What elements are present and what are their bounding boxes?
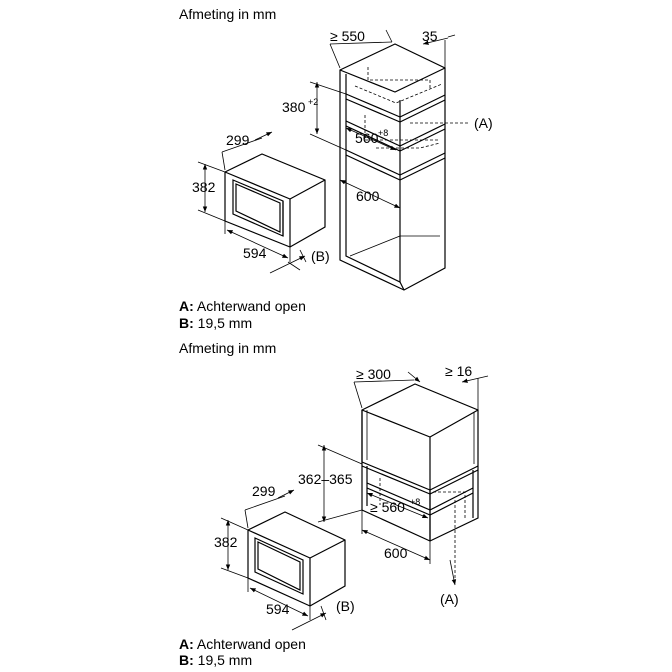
label-niche-height-tol: +2 [308,97,318,107]
dim-line-niche-width [345,127,397,151]
tall-cabinet [339,43,470,291]
label-cab-width-2: 600 [384,545,408,561]
dim-line-b [269,255,306,274]
dim-line-dev-width-2 [249,587,309,617]
callout-a-1: (A) [474,115,493,131]
label-niche-width-tol: +8 [378,128,388,138]
dim-line-niche-width-2 [366,492,429,519]
label-dev-height-2: 382 [214,534,238,550]
microwave-device [224,153,326,248]
label-niche-height-2: 362–365 [298,471,353,487]
dim-line-cab-depth [329,41,393,45]
callout-b-2: (B) [336,598,355,614]
label-niche-width: 560 [355,130,379,146]
label-dev-width-2: 594 [266,601,290,617]
figure-2-heading: Afmeting in mm [179,340,277,356]
figure-1: ≥ 550 35 380 +2 560 +8 600 (A) 299 382 5… [192,28,493,291]
figure-2: ≥ 300 ≥ 16 362–365 ≥ 560 +8 600 (A) 299 … [214,363,489,631]
legend-text: 19,5 mm [197,315,253,331]
callout-a-2: (A) [440,591,459,607]
label-niche-height: 380 [282,99,306,115]
label-niche-width-tol-2: +8 [410,497,420,507]
label-dev-depth: 299 [226,132,250,148]
label-cab-side-2: ≥ 16 [445,363,472,379]
legend-text: Achterwand open [196,636,306,652]
legend-1-row-b: B: 19,5 mm [179,315,252,331]
legend-2-row-a: A: Achterwand open [179,636,306,652]
label-dev-depth-2: 299 [252,483,276,499]
legend-key: B: [179,652,194,668]
label-cab-depth-2: ≥ 300 [356,366,391,382]
label-cab-width: 600 [356,188,380,204]
label-dev-height: 382 [192,179,216,195]
wall-cabinet [361,383,479,580]
dim-line-cab-width [339,179,401,209]
legend-key: B: [179,315,194,331]
microwave-device-2 [247,511,346,607]
legend-text: 19,5 mm [197,652,253,668]
figure-1-heading: Afmeting in mm [179,6,277,22]
label-dev-width: 594 [243,245,267,261]
legend-key: A: [179,636,194,652]
dim-line-dev-width [226,229,289,259]
legend-2-row-b: B: 19,5 mm [179,652,252,668]
legend-text: Achterwand open [196,298,306,314]
legend-1-row-a: A: Achterwand open [179,298,306,314]
label-cab-side: 35 [422,28,438,44]
legend-key: A: [179,298,194,314]
dim-line-cab-width-2 [361,529,431,561]
callout-b-1: (B) [311,248,330,264]
label-niche-width-2: ≥ 560 [370,499,405,515]
dim-line-dev-depth [221,137,263,153]
label-cab-depth: ≥ 550 [330,28,365,44]
